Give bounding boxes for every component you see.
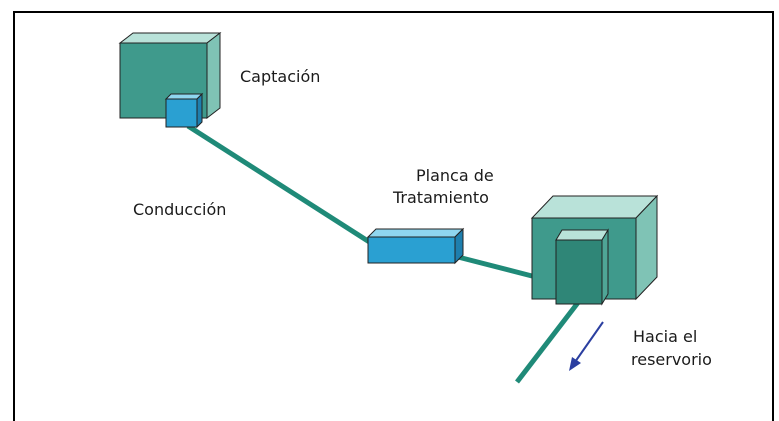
pipe-captacion-to-planta [186, 123, 373, 246]
flow-arrow-icon [569, 321, 604, 371]
captacion-intake [164, 92, 204, 129]
pipe-tank-out [515, 298, 582, 384]
label-planta-line1: Planca de [416, 166, 494, 185]
reservorio-inner-unit [555, 228, 609, 306]
label-hacia-line2: reservorio [631, 350, 712, 369]
planta-tratamiento-box [366, 227, 465, 265]
label-conduccion: Conducción [133, 200, 227, 219]
label-hacia-line1: Hacia el [633, 327, 698, 346]
diagram-frame [13, 11, 774, 421]
label-captacion: Captación [240, 67, 321, 86]
label-planta-line2: Tratamiento [393, 188, 489, 207]
water-system-diagram [118, 31, 659, 384]
pipe-planta-to-tank [457, 254, 533, 279]
